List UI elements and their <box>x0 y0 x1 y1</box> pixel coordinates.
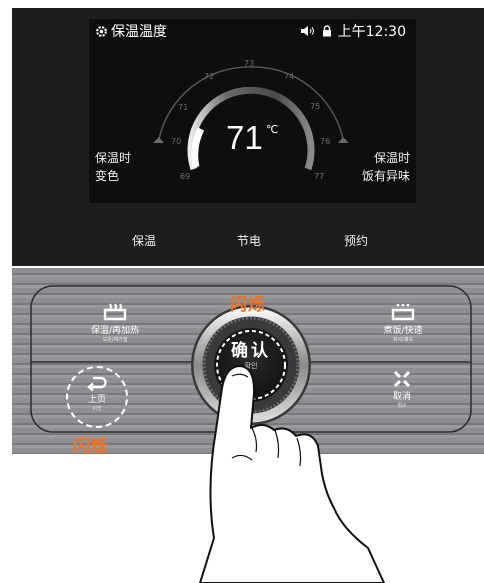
tick-label-77: 77 <box>314 172 324 181</box>
keep-warm-label: 保温/再加热 <box>90 326 140 336</box>
screen-title: 保温温度 <box>111 24 167 40</box>
keep-warm-icon <box>103 303 127 321</box>
status-bar: 上午12:30 <box>300 21 406 41</box>
confirm-button[interactable]: 确认 확인 <box>218 340 284 371</box>
right-status-label: 保温时 饭有异味 <box>361 151 410 183</box>
screen-header: 保温温度 <box>95 21 167 41</box>
tick-label-69: 69 <box>180 172 190 181</box>
confirm-sub: 확인 <box>244 362 258 370</box>
keep-warm-sub: 보온/재가열 <box>102 337 128 343</box>
cook-sub: 취사/쾌속 <box>392 337 414 343</box>
cancel-button[interactable]: 取消 취소 <box>380 370 424 410</box>
temperature-gauge: 69 70 71 72 73 74 75 76 77 71 ℃ <box>153 59 349 181</box>
tick-label-74: 74 <box>284 72 294 81</box>
back-sub: 이전 <box>92 406 102 412</box>
tick-label-70: 70 <box>171 137 181 146</box>
tick-label-76: 76 <box>320 137 330 146</box>
tick-label-73: 73 <box>244 59 254 68</box>
close-icon <box>393 370 411 388</box>
back-label: 上页 <box>87 395 106 405</box>
cancel-label: 取消 <box>392 392 411 402</box>
volume-icon <box>300 26 314 36</box>
left-status-label: 保温时 变色 <box>95 151 132 183</box>
cook-label: 煮饭/快速 <box>383 326 423 336</box>
lock-icon <box>322 25 331 37</box>
tick-label-72: 72 <box>204 72 214 81</box>
lcd-screen: 保温温度 上午12:30 69 70 71 <box>89 19 416 203</box>
back-button[interactable]: 上页 이전 <box>66 366 128 428</box>
flash-annotation-bottom: 闪烁 <box>73 437 109 457</box>
confirm-label: 确认 <box>231 341 271 361</box>
gear-icon <box>96 25 107 37</box>
flash-annotation-top: 闪烁 <box>230 295 266 315</box>
mode-reserve: 预约 <box>344 234 369 248</box>
cancel-sub: 취소 <box>397 403 407 409</box>
mode-warm: 保温 <box>132 234 157 248</box>
keep-warm-button[interactable]: 保温/再加热 보온/재가열 <box>70 302 160 344</box>
cook-button[interactable]: 煮饭/快速 취사/쾌속 <box>361 302 445 344</box>
clock: 上午12:30 <box>337 24 406 40</box>
tick-label-71: 71 <box>178 103 188 112</box>
tick-label-75: 75 <box>310 102 320 111</box>
temperature-unit: ℃ <box>266 123 278 136</box>
cook-icon <box>391 303 415 321</box>
return-icon <box>87 376 107 392</box>
mode-eco: 节电 <box>237 234 262 248</box>
temperature-value: 71 <box>226 119 263 156</box>
